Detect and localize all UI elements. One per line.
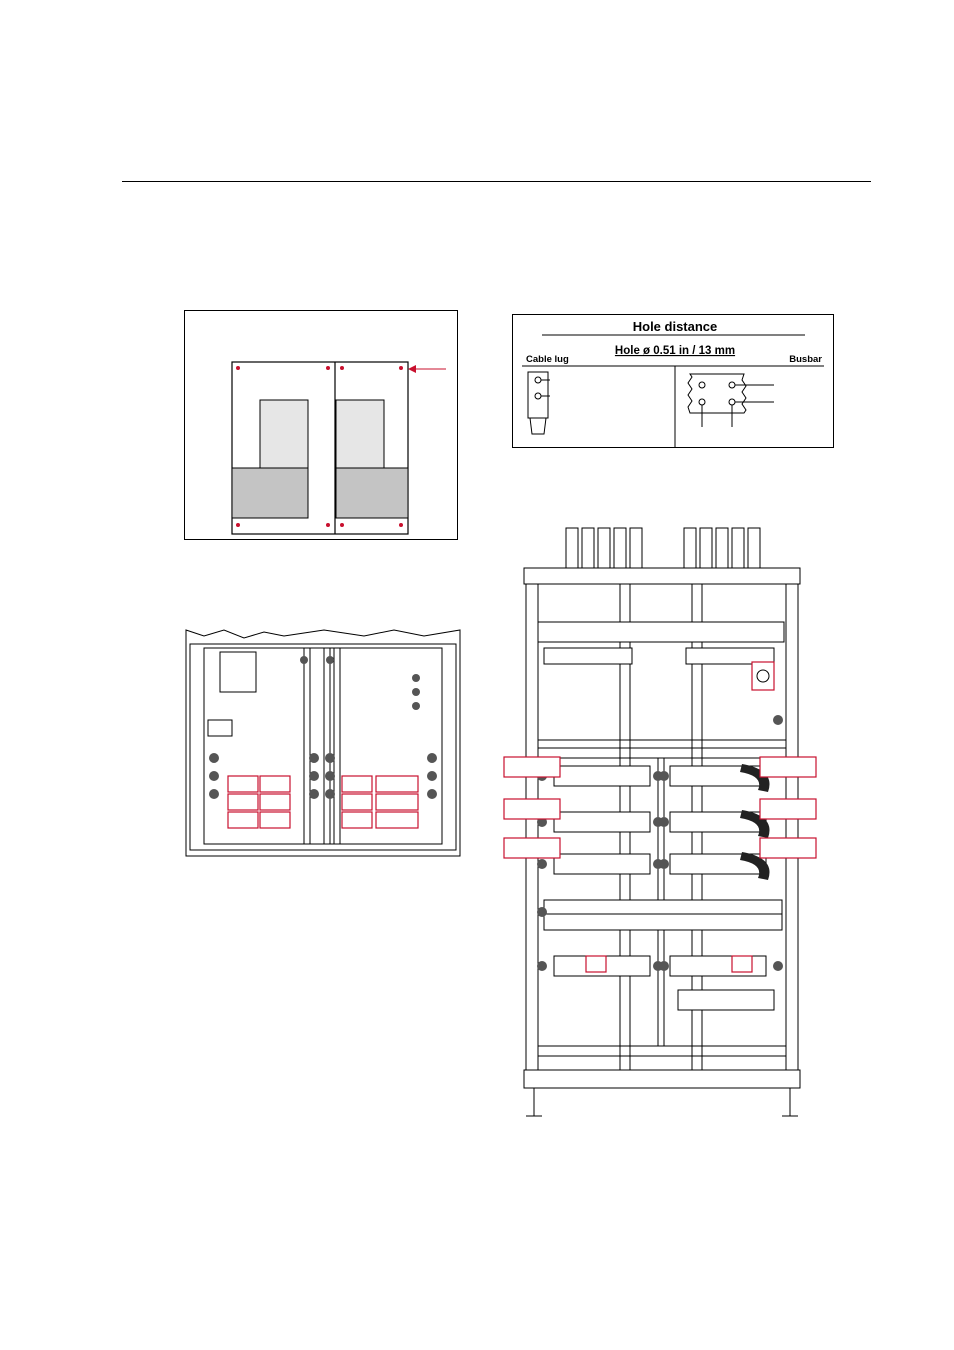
hole-distance-title: Hole distance [633, 319, 718, 334]
hole-diameter-label: Hole ø 0.51 in / 13 mm [615, 345, 735, 357]
cabinet-busbar-figure [502, 520, 832, 1125]
busbar-label: Busbar [789, 354, 822, 365]
cable-lug-label: Cable lug [526, 354, 569, 365]
header-rule [122, 181, 871, 182]
panel-door-drawing [184, 310, 458, 540]
enclosure-top-drawing [184, 628, 462, 858]
ground-icon [757, 670, 769, 682]
enclosure-top-view [184, 628, 462, 858]
incoming-cables [566, 528, 760, 568]
panel-door-figure [184, 310, 458, 540]
hole-distance-drawing: Hole distance Hole ø 0.51 in / 13 mm Cab… [512, 314, 834, 448]
hole-distance-figure: Hole distance Hole ø 0.51 in / 13 mm Cab… [512, 314, 834, 448]
cabinet-busbar-drawing [502, 520, 832, 1125]
